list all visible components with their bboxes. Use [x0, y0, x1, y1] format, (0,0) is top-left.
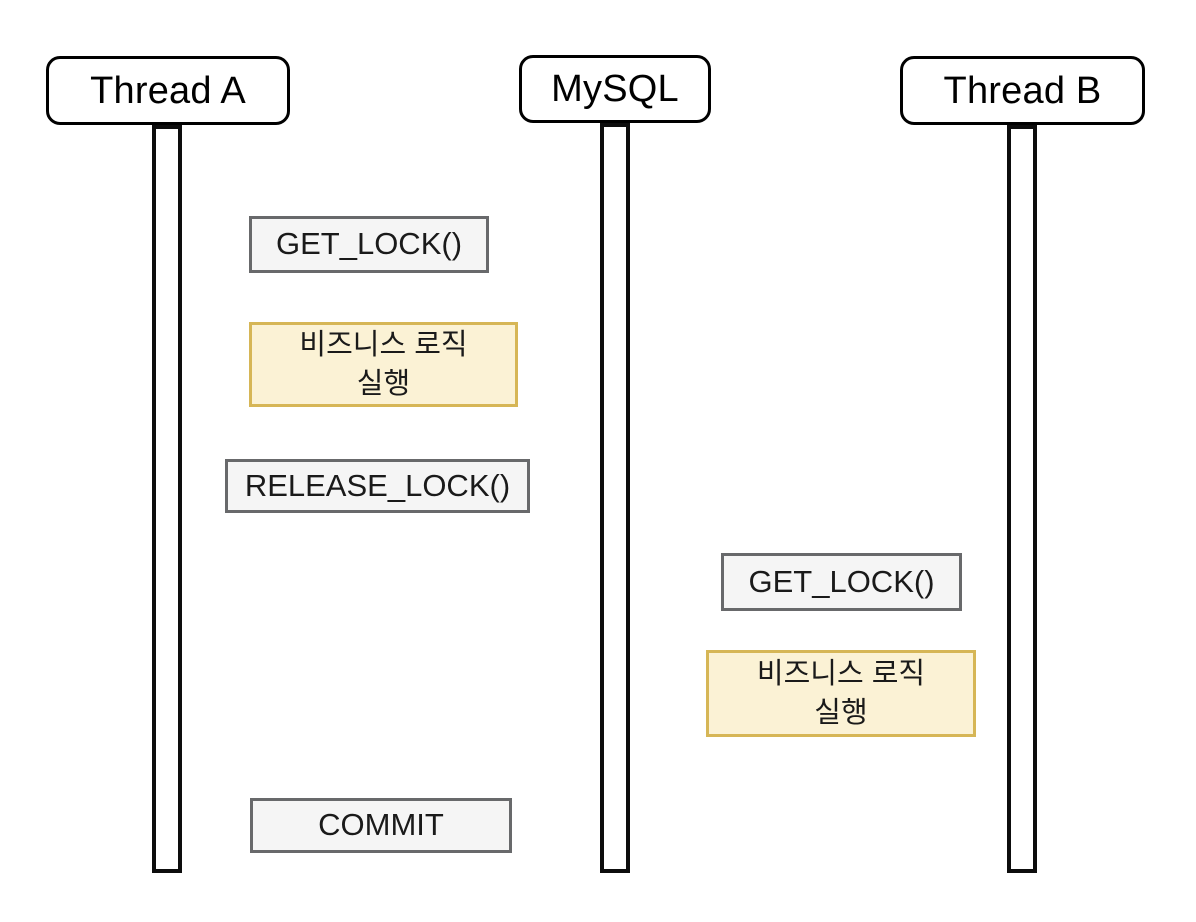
action-box-thread-a-business-logic[interactable]: 비즈니스 로직 실행	[249, 322, 518, 407]
action-label-thread-a-business-logic: 비즈니스 로직 실행	[299, 329, 468, 400]
participant-label-mysql: MySQL	[551, 68, 679, 110]
participant-mysql[interactable]: MySQL	[519, 55, 711, 123]
action-box-thread-a-get-lock[interactable]: GET_LOCK()	[249, 216, 489, 273]
action-box-thread-a-commit[interactable]: COMMIT	[250, 798, 512, 853]
action-box-thread-b-business-logic[interactable]: 비즈니스 로직 실행	[706, 650, 976, 737]
action-label-thread-a-get-lock: GET_LOCK()	[275, 226, 463, 262]
action-label-thread-a-commit: COMMIT	[318, 807, 444, 843]
participant-label-thread-b: Thread B	[943, 69, 1102, 112]
action-label-thread-a-release-lock: RELEASE_LOCK()	[244, 467, 511, 503]
action-box-thread-b-get-lock[interactable]: GET_LOCK()	[721, 553, 962, 611]
participant-thread-b[interactable]: Thread B	[900, 56, 1145, 125]
action-label-thread-b-business-logic: 비즈니스 로직 실행	[756, 658, 926, 729]
action-label-thread-b-get-lock: GET_LOCK()	[748, 563, 935, 599]
lifeline-thread-a	[152, 125, 182, 873]
lifeline-mysql	[600, 123, 630, 873]
action-box-thread-a-release-lock[interactable]: RELEASE_LOCK()	[225, 459, 530, 513]
participant-label-thread-a: Thread A	[90, 69, 246, 112]
lifeline-thread-b	[1007, 125, 1037, 873]
participant-thread-a[interactable]: Thread A	[46, 56, 290, 125]
